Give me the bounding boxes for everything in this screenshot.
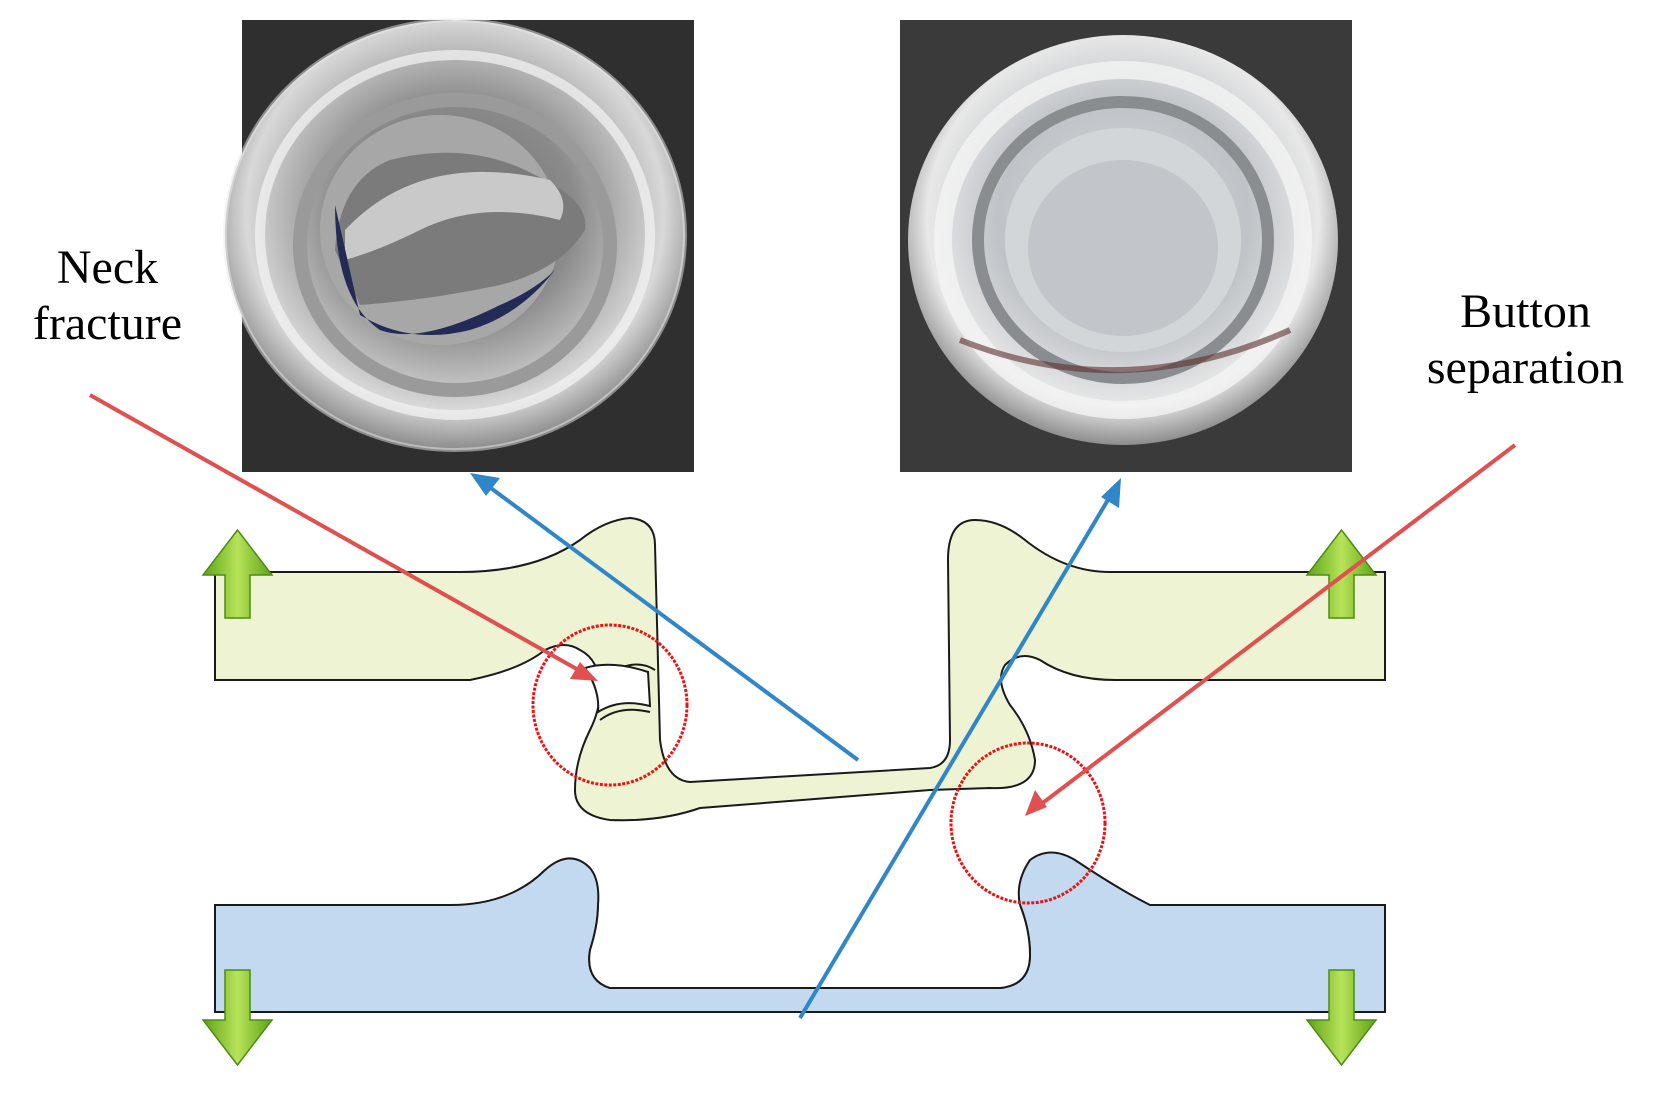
button-separation-photo <box>900 20 1352 472</box>
button-separation-circle <box>949 741 1107 905</box>
button-separation-label-line2: separation <box>1426 341 1625 394</box>
blue-pointer-neck <box>470 473 860 762</box>
arrow-down-left-icon <box>201 969 274 1067</box>
button-separation-label-line1: Button <box>1460 285 1591 338</box>
arrow-up-left-icon <box>201 528 274 619</box>
neck-fracture-label-line2: fracture <box>32 297 183 350</box>
neck-fracture-gap <box>583 663 652 714</box>
lower-die-cavity <box>588 904 1032 989</box>
neck-fracture-photo <box>223 18 694 472</box>
neck-fracture-circle <box>531 623 689 787</box>
button-separation-label: Button separation <box>1388 284 1663 396</box>
red-pointer-neck <box>89 393 598 681</box>
arrow-down-right-icon <box>1305 969 1378 1067</box>
red-pointer-button <box>1025 443 1517 816</box>
neck-fracture-label-line1: Neck <box>56 241 159 294</box>
neck-fracture-label: Neck fracture <box>0 240 215 352</box>
blue-pointer-button <box>798 478 1121 1020</box>
